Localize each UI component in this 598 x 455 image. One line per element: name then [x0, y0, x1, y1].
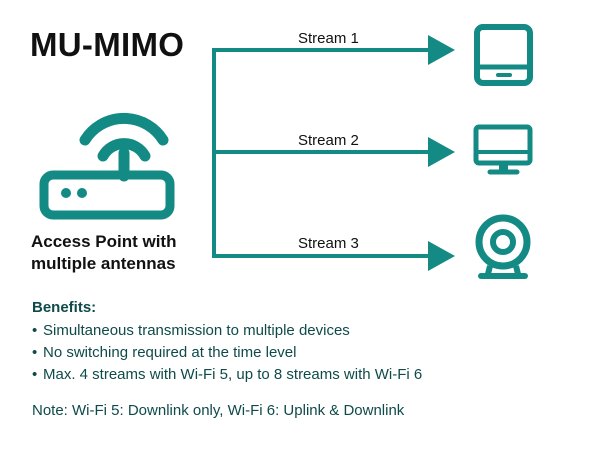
bullet: • [32, 366, 38, 383]
list-item: • Simultaneous transmission to multiple d… [32, 320, 572, 342]
router-icon [39, 170, 175, 220]
benefit-text: Max. 4 streams with Wi-Fi 5, up to 8 str… [43, 366, 423, 383]
stream-label: Stream 3 [298, 235, 359, 252]
benefits-heading: Benefits: [32, 299, 97, 316]
benefits-list: • Simultaneous transmission to multiple d… [32, 320, 572, 386]
diagram-title: MU-MIMO [30, 26, 185, 63]
access-point-label: Access Point with multiple antennas [31, 231, 206, 275]
list-item: • No switching required at the time level [32, 342, 572, 364]
arrow-icon [428, 35, 455, 65]
bullet: • [32, 344, 38, 361]
wifi-signal-arc-inner [97, 138, 151, 162]
access-point-label-line2: multiple antennas [31, 254, 176, 273]
stream-label: Stream 2 [298, 132, 359, 149]
benefit-text: Simultaneous transmission to multiple de… [43, 322, 350, 339]
benefits-section: Benefits: • Simultaneous transmission to … [32, 298, 572, 386]
stream-lines [212, 48, 432, 258]
arrow-icon [428, 137, 455, 167]
wifi-signal-icon [79, 112, 169, 146]
list-item: • Max. 4 streams with Wi-Fi 5, up to 8 st… [32, 364, 572, 386]
tablet-icon [474, 24, 533, 86]
webcam-icon [475, 214, 531, 279]
stream-label: Stream 1 [298, 30, 359, 47]
monitor-icon [473, 124, 533, 175]
benefit-text: No switching required at the time level [43, 344, 297, 361]
arrow-icon [428, 241, 455, 271]
access-point-label-line1: Access Point with [31, 232, 177, 251]
bullet: • [32, 322, 38, 339]
note-text: Note: Wi-Fi 5: Downlink only, Wi-Fi 6: U… [32, 402, 405, 419]
